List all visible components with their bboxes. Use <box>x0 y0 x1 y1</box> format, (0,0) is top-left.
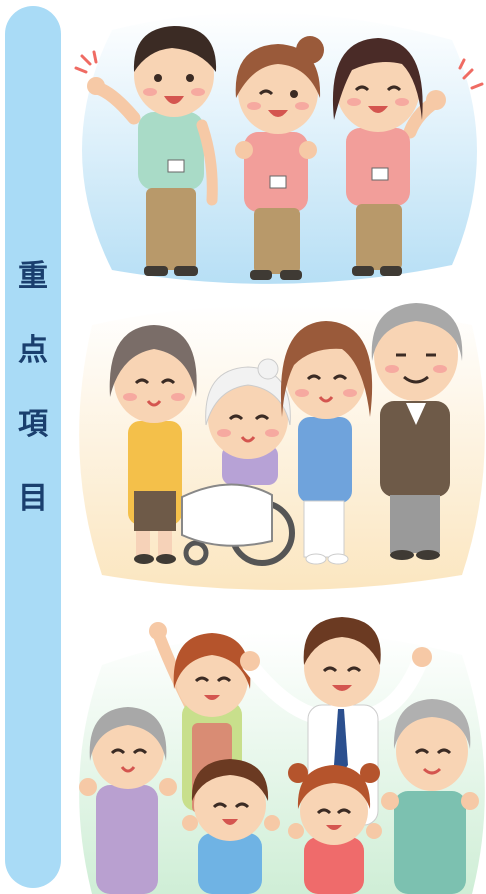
side-title-char-1: 重 <box>18 259 48 294</box>
care-staff-cheering-illustration <box>72 0 486 290</box>
side-title-char-4: 目 <box>18 481 48 516</box>
side-title-bar <box>5 6 61 888</box>
side-title: 重 点 項 目 <box>5 260 61 516</box>
elderly-care-family-illustration <box>72 285 486 595</box>
side-title-char-2: 点 <box>18 333 48 368</box>
family-cheering-illustration <box>72 605 486 894</box>
side-title-char-3: 項 <box>18 407 48 442</box>
